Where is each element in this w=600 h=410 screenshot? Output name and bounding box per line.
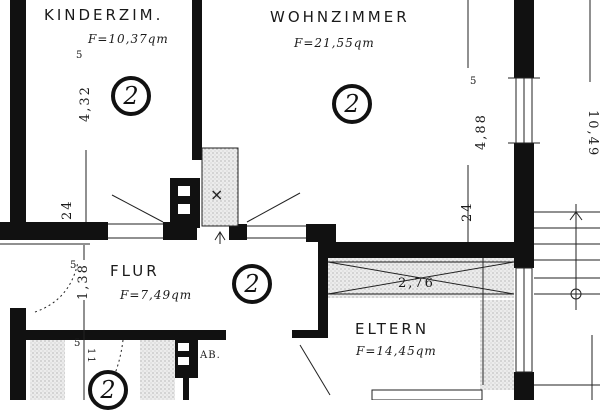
room-area-eltern: F=14,45qm	[356, 344, 437, 358]
room-name-wohnzimmer: WOHNZIMMER	[270, 8, 410, 26]
walls	[0, 0, 534, 400]
room-area-wohnzimmer: F=21,55qm	[294, 36, 375, 50]
shaft-mark: ×	[210, 185, 223, 204]
dim-door-width: 2,76	[398, 276, 435, 291]
dim-kinderzimmer-height: 4,32	[78, 85, 93, 122]
dim-small-sup: 5	[74, 338, 83, 349]
room-name-eltern: ELTERN	[355, 320, 430, 338]
dim-wall-left: 24	[60, 199, 75, 220]
dim-kinderzimmer-sup: 5	[76, 50, 85, 61]
room-name-flur: FLUR	[110, 262, 160, 280]
dim-overall: 10,49	[585, 110, 600, 158]
chimney-label: AB.	[200, 350, 221, 361]
dim-wohnzimmer-height: 4,88	[474, 113, 489, 150]
room-marker-flur: 2	[232, 264, 272, 304]
floor-plan-drawing: ×	[0, 0, 600, 400]
room-marker-wohnzimmer: 2	[332, 84, 372, 124]
room-marker-bad: 2	[88, 370, 128, 410]
dim-wall-right: 24	[460, 201, 475, 222]
dim-small: 11	[85, 348, 96, 365]
dim-wohnzimmer-sup: 5	[470, 76, 479, 87]
drawing-lines	[0, 0, 600, 400]
room-name-kinderzimmer: KINDERZIM.	[44, 6, 164, 24]
dim-flur-sup: 5	[70, 260, 79, 271]
room-area-flur: F=7,49qm	[120, 288, 193, 302]
room-marker-kinderzimmer: 2	[111, 76, 151, 116]
room-area-kinderzimmer: F=10,37qm	[88, 32, 169, 46]
chimney-flues	[178, 186, 190, 365]
